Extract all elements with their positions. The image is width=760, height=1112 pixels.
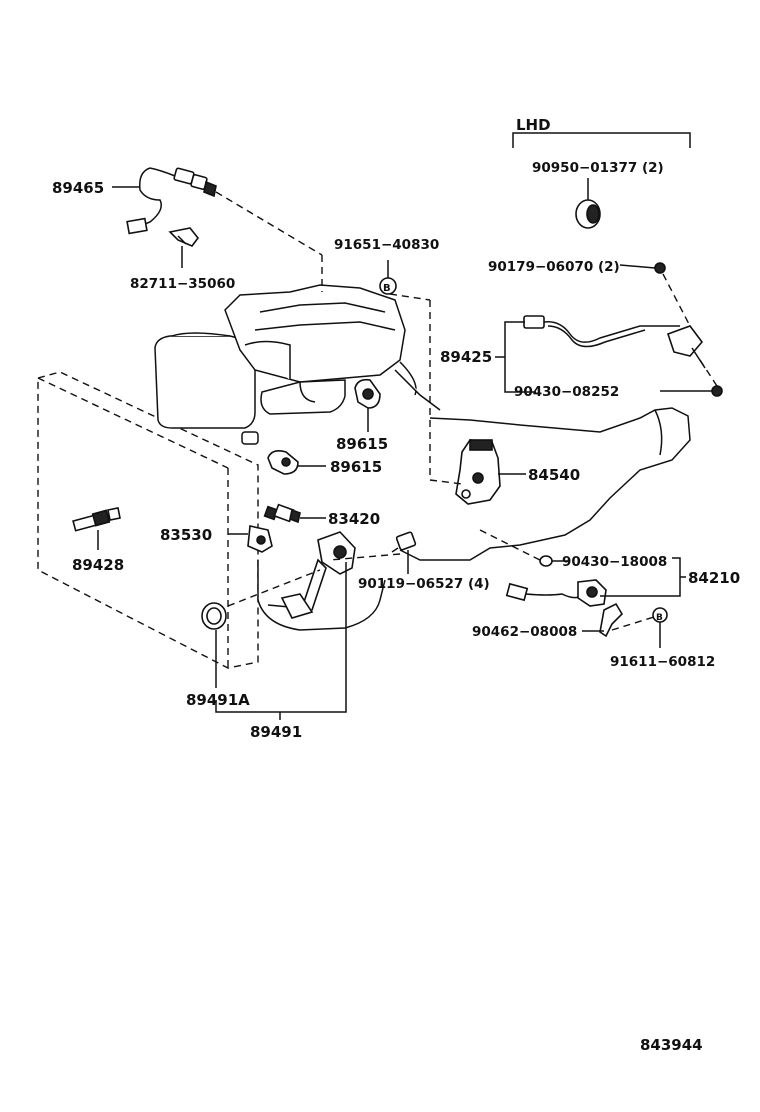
label-89615-lower: 89615 (330, 458, 382, 476)
throttle-sensor-84540-icon (455, 439, 501, 505)
label-90430-08252: 90430−08252 (514, 384, 619, 400)
label-89428: 89428 (72, 556, 124, 574)
engine-icon (154, 284, 691, 631)
lhd-group: LHD (512, 116, 691, 148)
sensor-89425-icon (523, 315, 706, 369)
temp-sensor-89428-icon (72, 507, 121, 532)
label-90179-06070: 90179−06070 (2) (488, 259, 620, 275)
sensor-89615-lower-icon (267, 450, 299, 475)
clamp-82711-icon (168, 227, 200, 247)
grommet-90950-icon (575, 199, 601, 229)
label-89425: 89425 (440, 348, 492, 366)
bolt-91611-icon: B (652, 607, 668, 623)
label-91651-40830: 91651−40830 (334, 237, 439, 253)
label-83530: 83530 (160, 526, 212, 544)
svg-text:B: B (656, 613, 663, 623)
label-83420: 83420 (328, 510, 380, 528)
sensor-89615-upper-icon (354, 378, 381, 409)
label-89491: 89491 (250, 723, 302, 741)
temp-sender-83420-icon (263, 503, 301, 524)
dashed-leaders (215, 191, 718, 631)
oil-switch-83530-icon (247, 525, 273, 553)
label-84540: 84540 (528, 466, 580, 484)
oxygen-sensor-89465-icon (126, 167, 217, 235)
leader-lines (97, 178, 712, 720)
label-91611-60812: 91611−60812 (610, 654, 715, 670)
washer-90430-08252-icon (711, 385, 723, 397)
label-89491A: 89491A (186, 691, 250, 709)
label-90119-06527: 90119−06527 (4) (358, 576, 490, 592)
clip-90462-icon (599, 602, 624, 638)
svg-text:B: B (383, 283, 391, 294)
nut-90179-icon (654, 262, 666, 274)
diagram-code: 843944 (640, 1036, 703, 1054)
radiator-icon (37, 371, 259, 669)
switch-84210-icon (505, 579, 607, 607)
label-84210: 84210 (688, 569, 740, 587)
labels: 89465 82711−35060 91651−40830 90950−0137… (52, 160, 740, 1054)
label-90950-01377: 90950−01377 (2) (532, 160, 664, 176)
bolt-90119-icon (391, 531, 417, 553)
lhd-label: LHD (516, 116, 551, 134)
oring-90430-18008-icon (539, 555, 553, 567)
label-82711-35060: 82711−35060 (130, 276, 235, 292)
label-89465: 89465 (52, 179, 104, 197)
gasket-89491A-icon (201, 602, 227, 630)
label-90462-08008: 90462−08008 (472, 624, 577, 640)
label-89615-upper: 89615 (336, 435, 388, 453)
label-90430-18008: 90430−18008 (562, 554, 667, 570)
bolt-91651-icon: B (379, 277, 397, 295)
